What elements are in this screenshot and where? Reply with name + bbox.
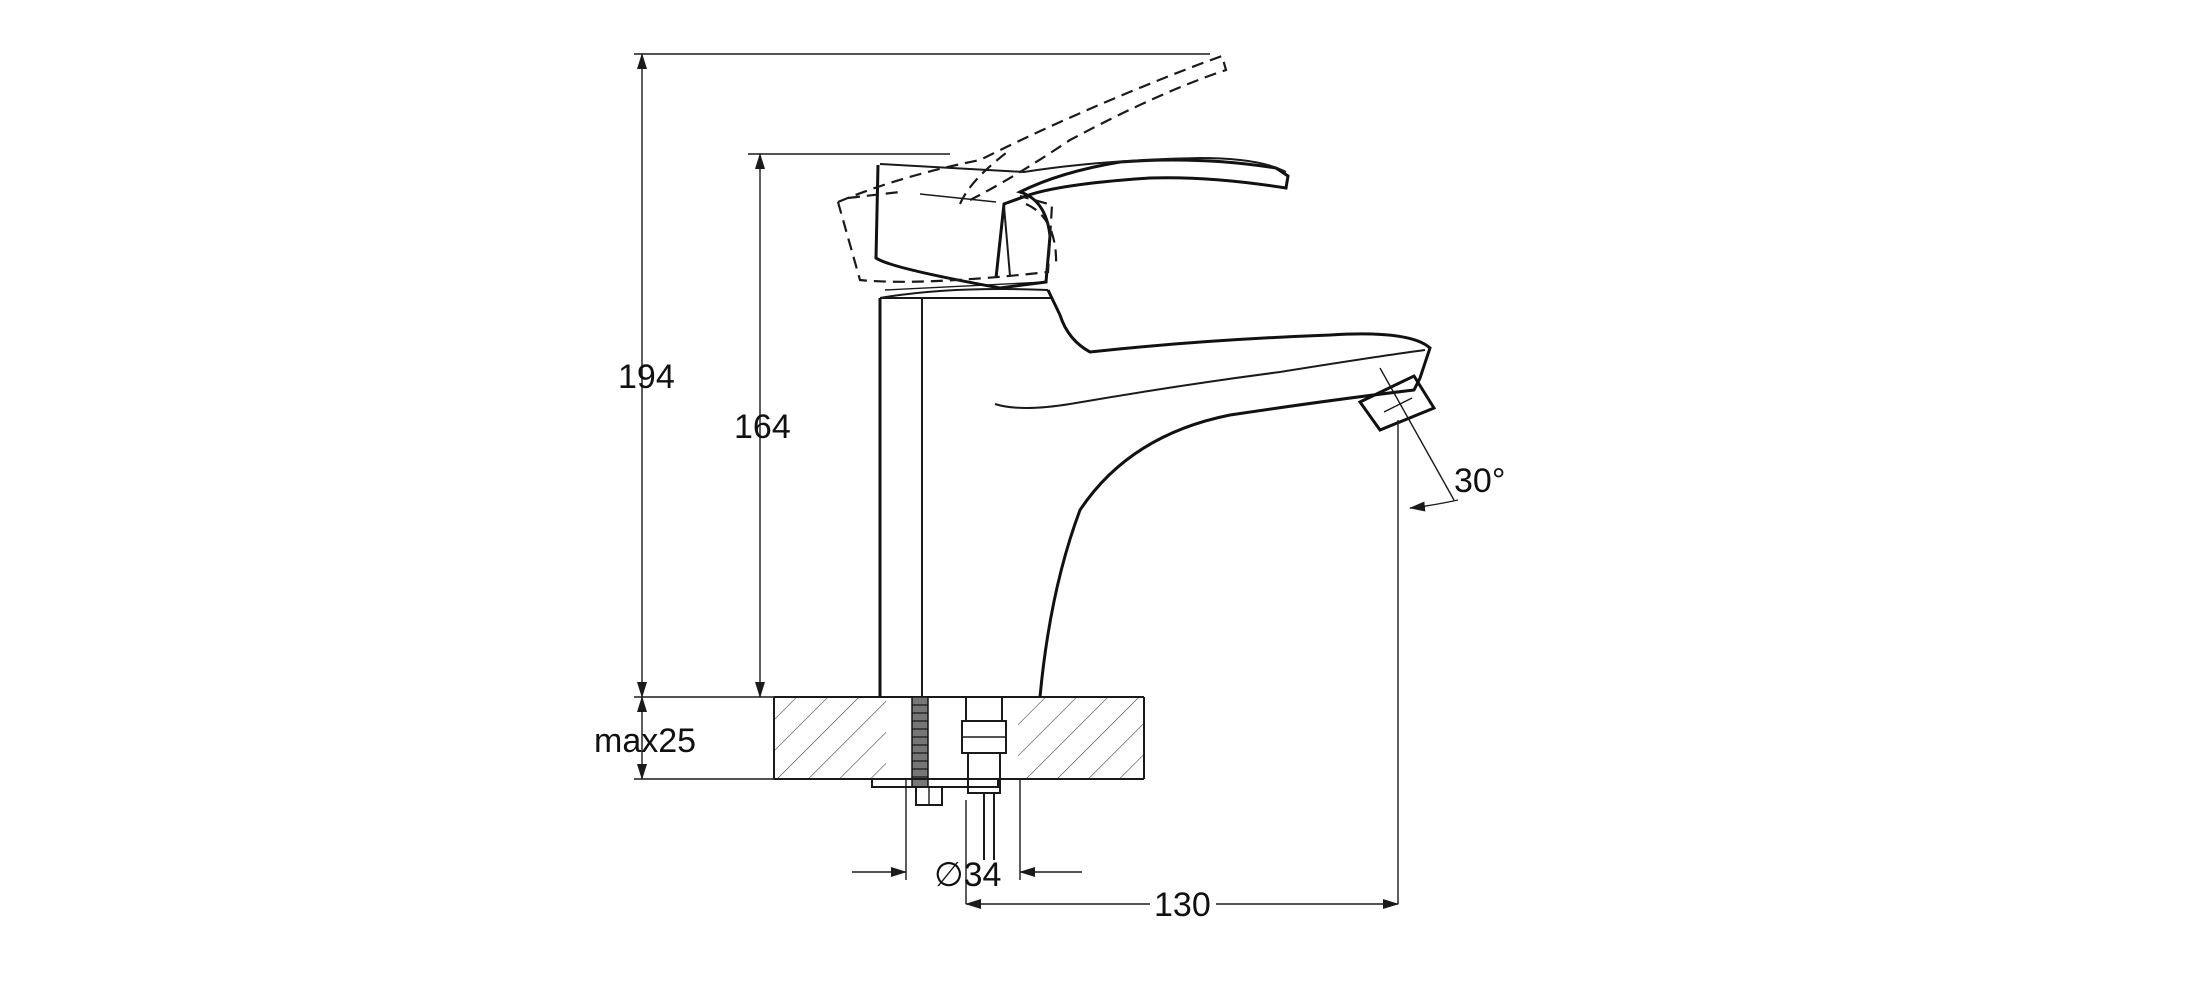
dimension-body-height: 164 [734, 153, 950, 698]
countertop-section [773, 696, 1145, 780]
body-height-label: 164 [734, 408, 791, 446]
dimension-spout-angle: 30° [1379, 367, 1505, 904]
dimension-hole-diameter: ∅34 [852, 779, 1082, 894]
faucet-body [878, 281, 1437, 698]
spout-angle-label: 30° [1454, 462, 1505, 500]
counter-thickness-label: max25 [594, 722, 696, 760]
dimension-spout-reach: 130 [965, 800, 1399, 924]
dimension-counter-thickness: max25 [594, 696, 774, 780]
mounting-hardware [871, 696, 1007, 860]
lever-handle [874, 156, 1290, 290]
dimension-total-height: 194 [618, 53, 1210, 698]
total-height-label: 194 [618, 358, 675, 396]
spout-reach-label: 130 [1154, 886, 1211, 924]
hole-diameter-label: ∅34 [934, 856, 1001, 894]
lever-handle-raised-dashed [836, 54, 1228, 283]
